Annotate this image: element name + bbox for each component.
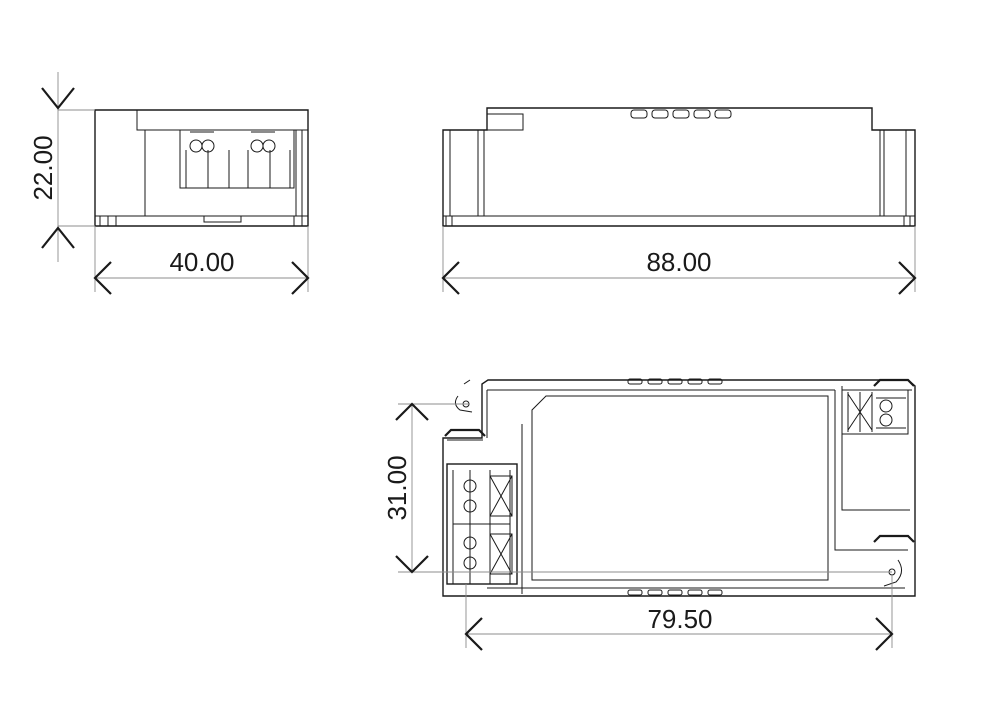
dimension-label-height: 22.00 — [28, 135, 58, 200]
dimension-hole-spacing — [464, 576, 894, 651]
dimension-label-length: 88.00 — [646, 247, 711, 277]
dimension-width — [93, 226, 310, 295]
output-terminal-block — [841, 389, 909, 435]
side-view-vents — [630, 109, 732, 119]
top-view-vents-top — [627, 378, 723, 385]
input-terminal-block — [446, 463, 518, 585]
side-view: 88.00 — [441, 107, 917, 295]
dimension-height — [41, 72, 95, 262]
front-view: 22.00 40.00 — [28, 72, 310, 295]
dimension-top-width — [395, 402, 892, 574]
mount-tab-left — [444, 379, 486, 441]
dimension-label-top-width: 31.00 — [382, 455, 412, 520]
top-view-vents-bottom — [627, 589, 723, 596]
dimension-label-hole-spacing: 79.50 — [647, 604, 712, 634]
dimension-label-width: 40.00 — [169, 247, 234, 277]
label-plate — [531, 395, 829, 581]
top-view: 31.00 79.50 — [382, 378, 916, 651]
dimension-length — [441, 226, 917, 295]
front-terminal-block — [179, 129, 295, 189]
